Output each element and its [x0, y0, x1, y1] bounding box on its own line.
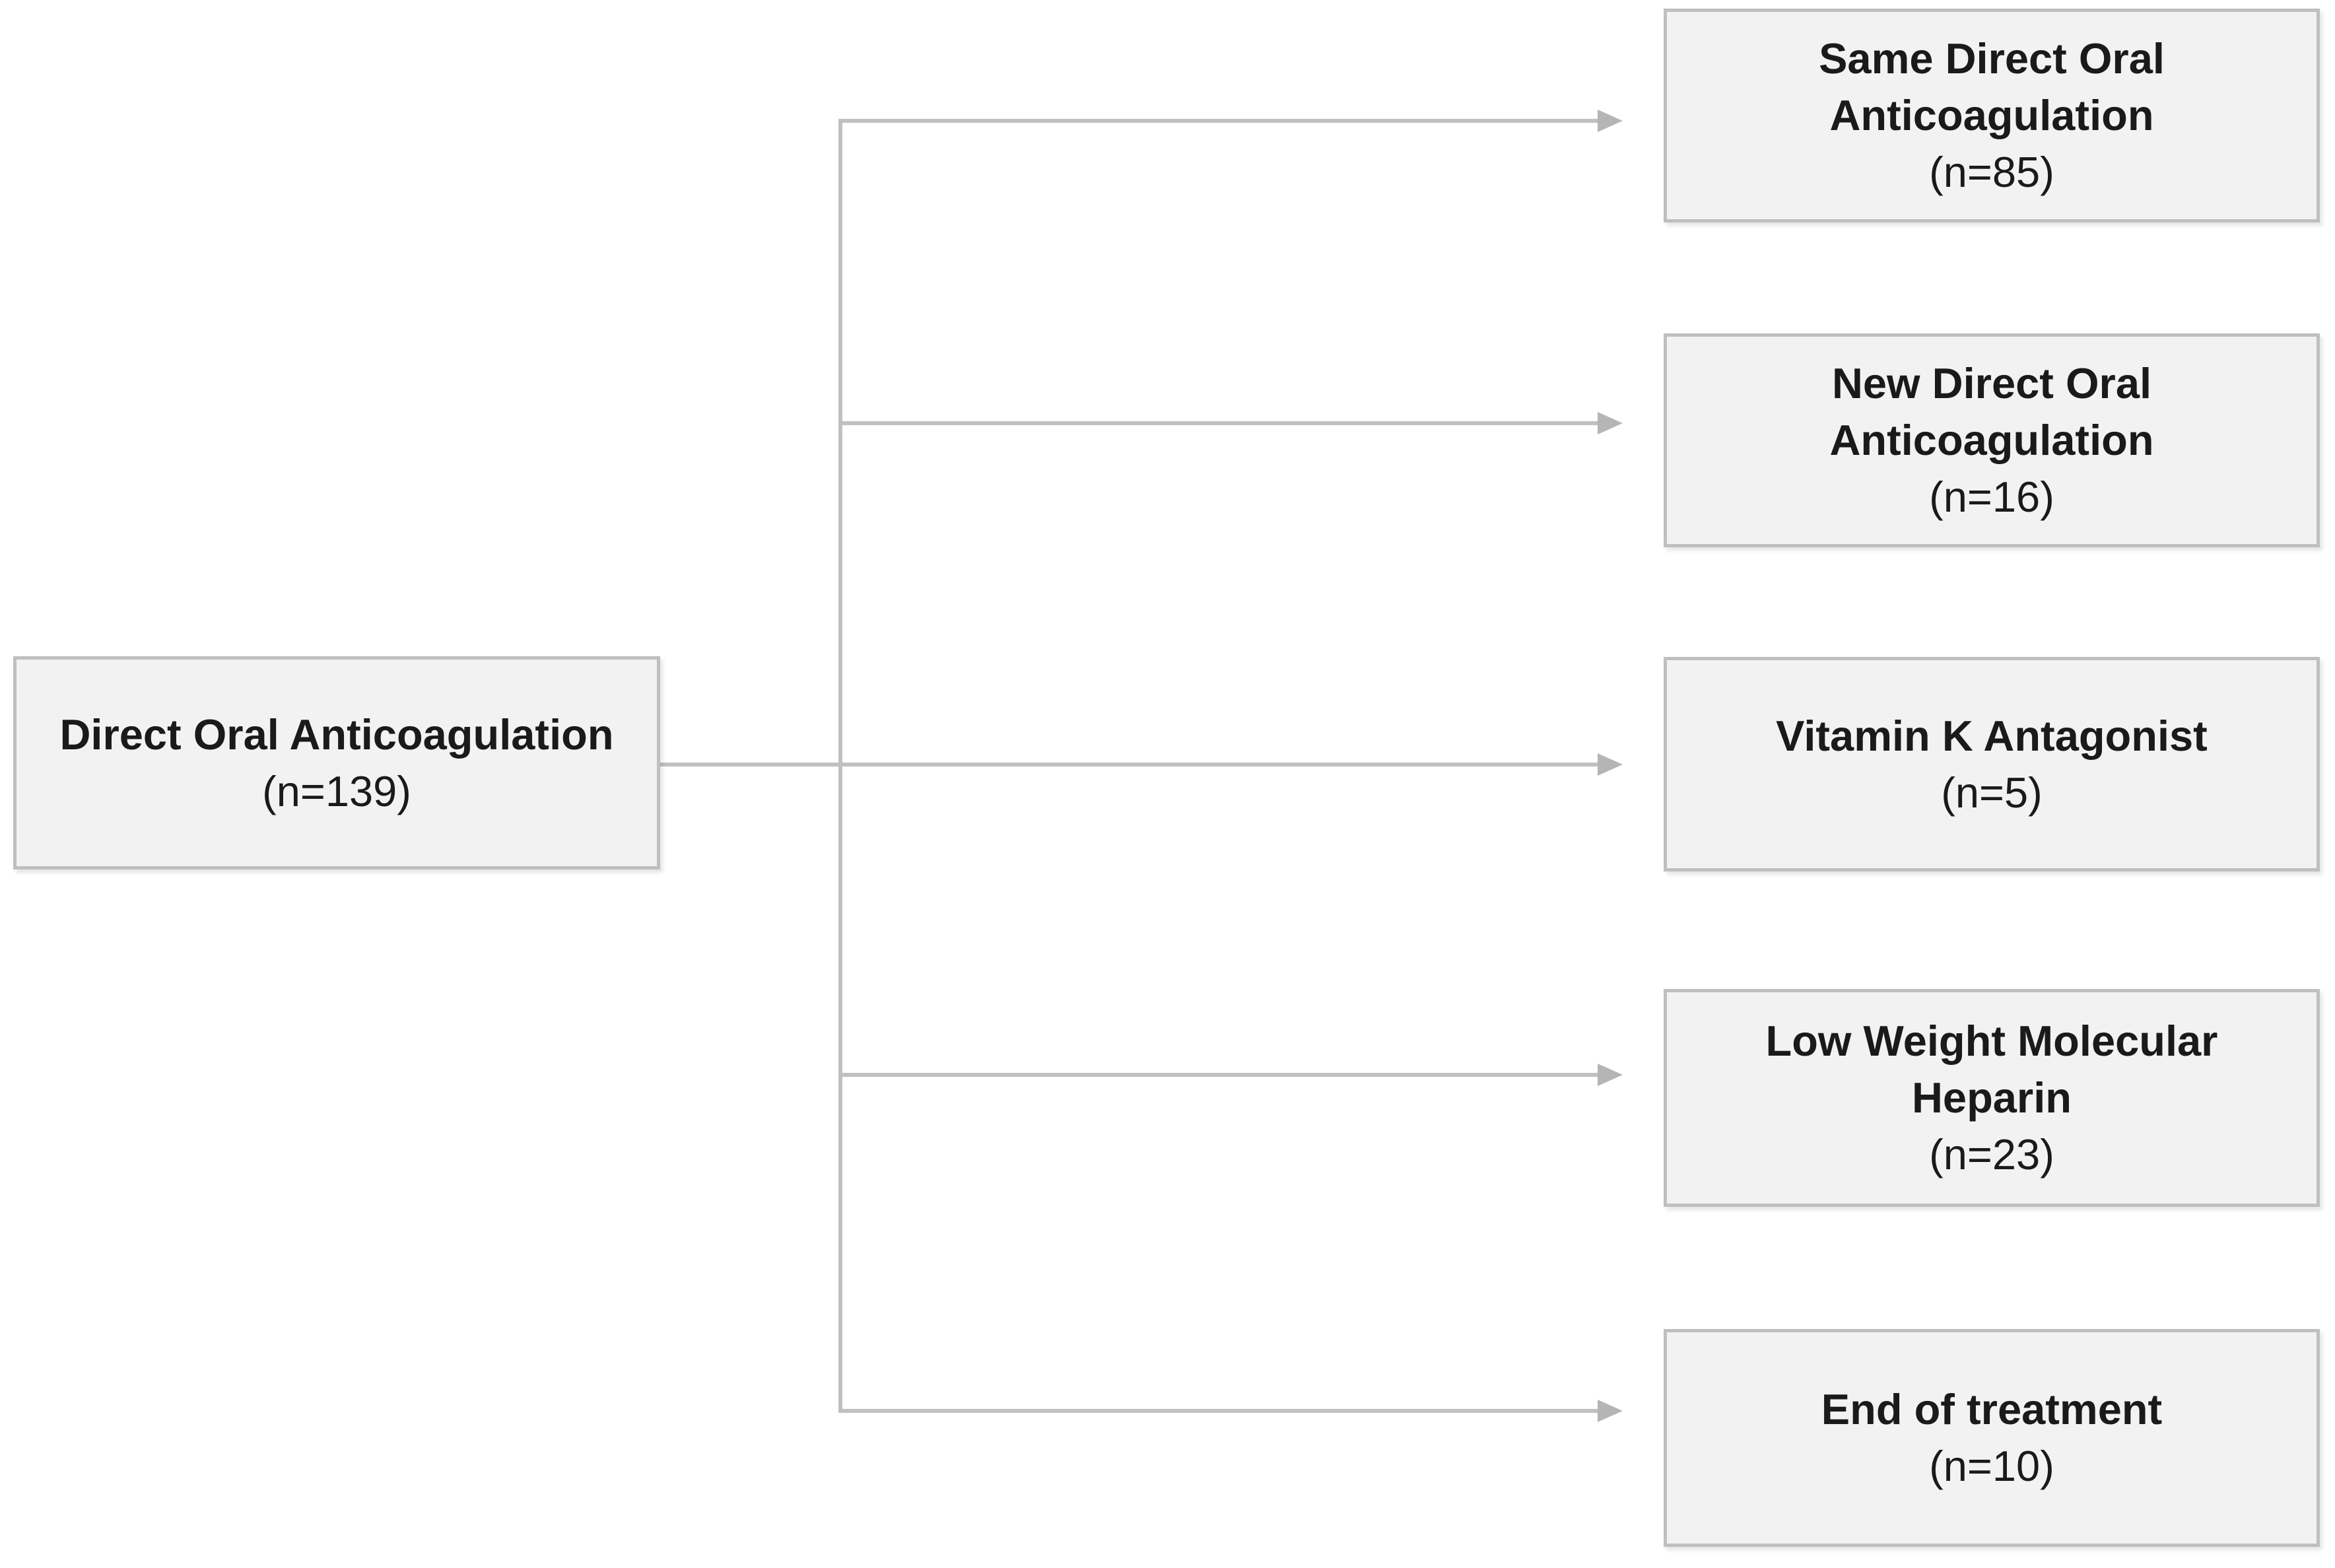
arrow-icon-branch-5 [1598, 1400, 1623, 1422]
flow-box-label: Same Direct Oral Anticoagulation [1819, 34, 2165, 140]
connector-branch-1 [838, 119, 1598, 123]
connector-branch-4 [838, 1073, 1598, 1077]
flow-box-count: (n=23) [1929, 1130, 2054, 1178]
flow-box-root-count: (n=139) [262, 767, 411, 815]
flow-box-label: End of treatment [1821, 1385, 2163, 1434]
flow-box-end-of-treatment: End of treatment (n=10) [1664, 1329, 2320, 1547]
connector-branch-2 [838, 421, 1598, 425]
connector-branch-3 [838, 763, 1598, 767]
flow-box-count: (n=85) [1929, 147, 2054, 196]
arrow-icon-branch-2 [1598, 412, 1623, 434]
flow-box-count: (n=5) [1941, 768, 2043, 817]
flow-box-count: (n=16) [1929, 472, 2054, 521]
flow-box-label: New Direct Oral Anticoagulation [1829, 359, 2154, 465]
connector-root-stub [660, 763, 842, 767]
flow-box-new-doac: New Direct Oral Anticoagulation (n=16) [1664, 333, 2320, 547]
flow-box-root: Direct Oral Anticoagulation (n=139) [13, 656, 660, 869]
flow-box-same-doac: Same Direct Oral Anticoagulation (n=85) [1664, 9, 2320, 222]
flow-box-vitamin-k-antagonist: Vitamin K Antagonist (n=5) [1664, 657, 2320, 871]
arrow-icon-branch-1 [1598, 110, 1623, 132]
flow-box-root-label: Direct Oral Anticoagulation [59, 710, 614, 759]
arrow-icon-branch-3 [1598, 753, 1623, 776]
arrow-icon-branch-4 [1598, 1064, 1623, 1086]
connector-branch-5 [838, 1409, 1598, 1413]
flow-box-count: (n=10) [1929, 1442, 2054, 1490]
flow-box-label: Low Weight Molecular Heparin [1765, 1017, 2218, 1122]
flow-box-lmw-heparin: Low Weight Molecular Heparin (n=23) [1664, 989, 2320, 1207]
flow-box-label: Vitamin K Antagonist [1776, 711, 2208, 760]
